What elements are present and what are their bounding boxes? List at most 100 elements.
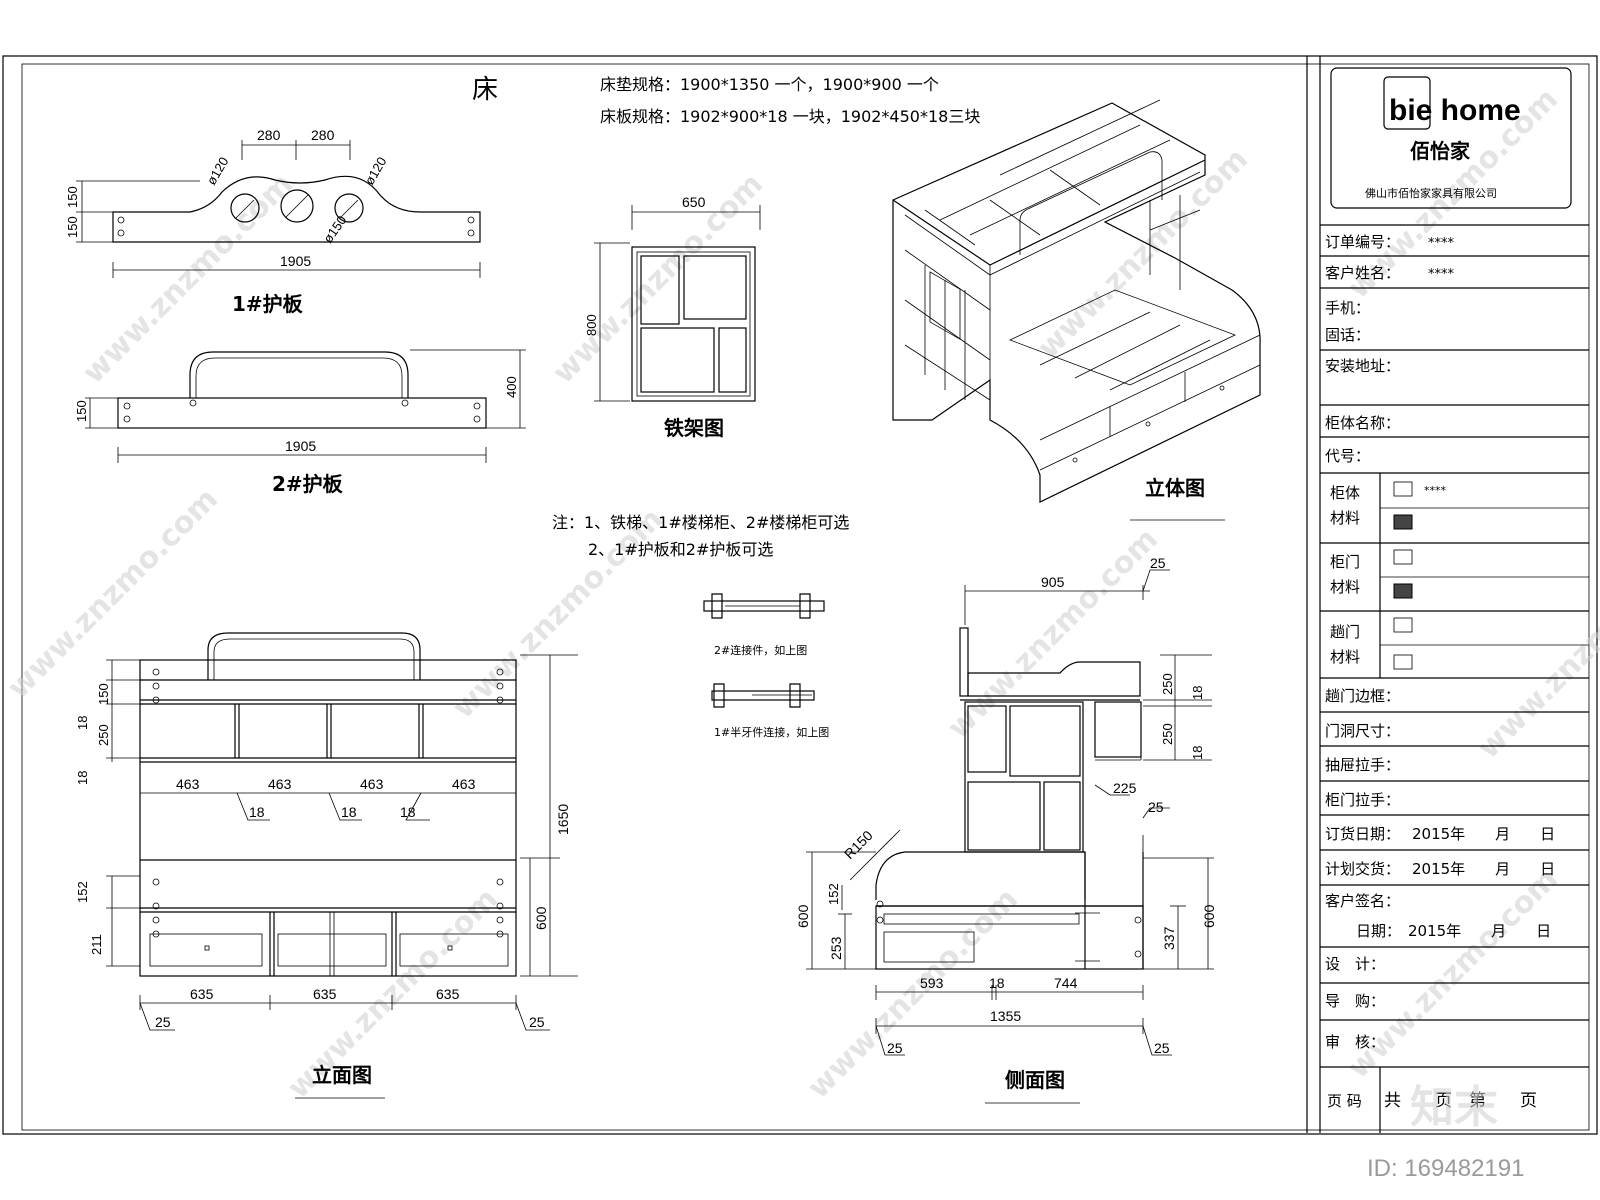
dim-label: 744: [1054, 975, 1078, 991]
order-date-value: 2015年 月 日: [1412, 825, 1555, 843]
dim-label: 463: [360, 776, 384, 792]
watermark: www.znzmo.com: [801, 882, 1025, 1106]
dim-label: 150: [65, 186, 80, 208]
sign-date-label: 日期：: [1356, 922, 1401, 940]
guard-board-2-outline: [117, 397, 487, 429]
code-label: 代号：: [1325, 447, 1370, 465]
dim-label: 600: [795, 904, 811, 928]
bolt-heads: [152, 668, 504, 938]
dim-label: 250: [1160, 723, 1175, 745]
brand-name: 佰怡家: [1410, 139, 1471, 163]
hole-120: [334, 193, 364, 223]
isometric-label: 立体图: [1145, 476, 1205, 500]
dim-label: 635: [313, 986, 337, 1002]
sheet-title: 床: [472, 75, 498, 105]
dim-label: 18: [341, 804, 357, 820]
dim-label: 150: [65, 216, 80, 238]
dim-label: 225: [1113, 780, 1137, 796]
dim-label: 152: [75, 881, 90, 903]
dim-label: 25: [155, 1014, 171, 1030]
customer-name-label: 客户姓名：: [1325, 264, 1400, 282]
hole-120: [230, 193, 260, 223]
iron-frame-label: 铁架图: [664, 416, 724, 440]
watermark: www.znzmo.com: [1471, 542, 1600, 766]
dim-label: 463: [268, 776, 292, 792]
watermark: www.znzmo.com: [941, 522, 1165, 746]
dim-label: 150: [96, 683, 111, 705]
material-value: ****: [1424, 484, 1447, 497]
material-label: 材料: [1330, 648, 1360, 666]
mobile-label: 手机：: [1325, 299, 1370, 317]
dim-label: R150: [841, 827, 876, 862]
dim-label: ø120: [362, 154, 390, 187]
image-id: ID: 169482191: [1367, 1155, 1524, 1182]
side-elevation-view: 905 25 250 18 250 18 225 25 600 337 R150…: [795, 555, 1217, 1104]
install-address-label: 安装地址：: [1325, 357, 1400, 375]
guard-board-2-label: 2#护板: [272, 472, 344, 496]
door-handle-label: 柜门拉手：: [1325, 791, 1400, 809]
dim-label: 25: [529, 1014, 545, 1030]
watermark: www.znzmo.com: [76, 167, 300, 391]
watermark: www.znzmo.com: [446, 502, 670, 726]
dim-label: 1905: [280, 253, 311, 269]
dim-label: 800: [584, 314, 599, 336]
guard-board-1-label: 1#护板: [232, 292, 304, 316]
dim-label: 18: [249, 804, 265, 820]
dim-label: 635: [190, 986, 214, 1002]
dim-label: 25: [887, 1040, 903, 1056]
dim-label: 18: [75, 716, 90, 730]
order-date-label: 订货日期：: [1325, 825, 1400, 843]
delivery-date-value: 2015年 月 日: [1412, 860, 1555, 878]
phone-label: 固话：: [1325, 326, 1370, 344]
dim-label: 18: [1190, 686, 1205, 700]
dim-label: 463: [176, 776, 200, 792]
spec-board: 床板规格：1902*900*18 一块，1902*450*18三块: [600, 107, 980, 126]
dim-label: 905: [1041, 574, 1065, 590]
dim-label: 1650: [555, 804, 571, 835]
dim-label: 25: [1154, 1040, 1170, 1056]
material-label: 材料: [1330, 509, 1360, 527]
dim-label: 18: [1190, 746, 1205, 760]
watermark: www.znzmo.com: [546, 167, 770, 391]
guard-board-1-view: 280 280 ø120 ø120 ø150 150 150 1905 1#护板: [65, 127, 481, 316]
front-elevation-label: 立面图: [312, 1063, 372, 1087]
dim-label: 1355: [990, 1008, 1021, 1024]
dim-label: 18: [75, 771, 90, 785]
watermark: www.znzmo.com: [1, 482, 225, 706]
dim-label: 253: [828, 936, 844, 960]
customer-name-value: ****: [1428, 267, 1455, 282]
dim-label: 25: [1150, 555, 1166, 571]
cabinet-name-label: 柜体名称：: [1325, 414, 1400, 432]
material-label: 柜体: [1330, 484, 1360, 502]
dim-label: 650: [682, 194, 706, 210]
note-line-1: 注：1、铁梯、1#楼梯柜、2#楼梯柜可选: [552, 513, 849, 532]
sales-guide-label: 导 购：: [1325, 992, 1385, 1010]
title-block: bie home 佰怡家 佛山市佰怡家家具有限公司 订单编号： **** 客户姓…: [1306, 56, 1589, 1133]
guard-board-2-view: 150 400 1905 2#护板: [74, 349, 526, 496]
dim-label: 280: [311, 127, 335, 143]
watermark: www.znzmo.com: [1031, 142, 1255, 366]
screw-details: 2#连接件，如上图 1#半牙件连接，如上图: [703, 593, 829, 739]
spec-mattress: 床垫规格：1900*1350 一个，1900*900 一个: [600, 75, 939, 94]
brand-logo: bie home: [1389, 94, 1521, 127]
dim-label: 18: [989, 975, 1005, 991]
customer-signature-label: 客户签名：: [1325, 892, 1400, 910]
dim-label: 635: [436, 986, 460, 1002]
material-label: 趟门: [1330, 623, 1360, 641]
order-number-label: 订单编号：: [1325, 233, 1400, 251]
dim-label: ø150: [320, 213, 349, 246]
designer-label: 设 计：: [1325, 955, 1385, 973]
sign-date-value: 2015年 月 日: [1408, 922, 1551, 940]
screw-2-caption: 1#半牙件连接，如上图: [714, 725, 829, 739]
order-number-value: ****: [1428, 236, 1455, 251]
dim-label: 18: [400, 804, 416, 820]
dim-label: 211: [89, 934, 104, 955]
dim-label: 25: [1148, 799, 1164, 815]
dim-label: 463: [452, 776, 476, 792]
front-elevation-view: 463 463 463 463 18 18 18 150 18 250 18 1…: [75, 632, 578, 1099]
dim-label: ø120: [204, 154, 232, 187]
dim-label: 250: [1160, 673, 1175, 695]
dim-label: 150: [74, 400, 89, 422]
watermark-logo: 知末: [1410, 1082, 1498, 1133]
